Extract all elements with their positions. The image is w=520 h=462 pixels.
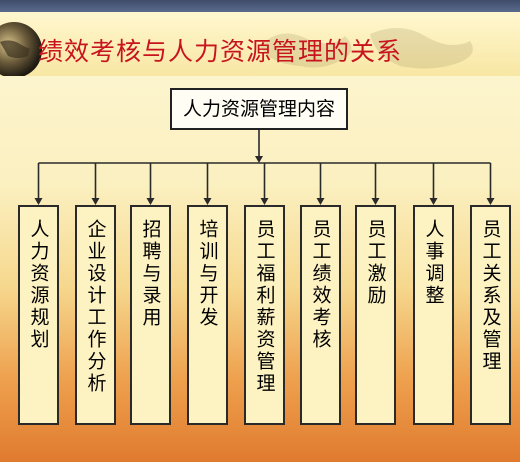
child-node: 员工关系及管理 bbox=[470, 205, 511, 425]
header-band: 绩效考核与人力资源管理的关系 bbox=[0, 12, 520, 76]
child-node-label: 员工关系及管理 bbox=[479, 219, 502, 373]
top-bar bbox=[0, 0, 520, 12]
root-node: 人力资源管理内容 bbox=[170, 88, 348, 130]
child-node: 人力资源规划 bbox=[18, 205, 59, 425]
child-node-label: 企业设计工作分析 bbox=[84, 219, 107, 395]
page-title: 绩效考核与人力资源管理的关系 bbox=[38, 37, 403, 66]
child-node: 人事调整 bbox=[413, 205, 454, 425]
child-node-label: 员工福利薪资管理 bbox=[253, 219, 276, 395]
globe-icon bbox=[0, 22, 42, 76]
child-node: 员工激励 bbox=[355, 205, 396, 425]
child-node-label: 培训与开发 bbox=[196, 219, 219, 329]
child-node-label: 人事调整 bbox=[422, 219, 445, 307]
child-node-label: 员工激励 bbox=[364, 219, 387, 307]
child-node: 招聘与录用 bbox=[130, 205, 171, 425]
child-node-label: 员工绩效考核 bbox=[309, 219, 332, 351]
child-node-label: 人力资源规划 bbox=[27, 219, 50, 351]
child-node: 企业设计工作分析 bbox=[75, 205, 116, 425]
child-node-label: 招聘与录用 bbox=[139, 219, 162, 329]
child-node: 员工绩效考核 bbox=[300, 205, 341, 425]
child-node: 培训与开发 bbox=[187, 205, 228, 425]
child-node: 员工福利薪资管理 bbox=[244, 205, 285, 425]
world-map-watermark-icon bbox=[260, 27, 473, 69]
